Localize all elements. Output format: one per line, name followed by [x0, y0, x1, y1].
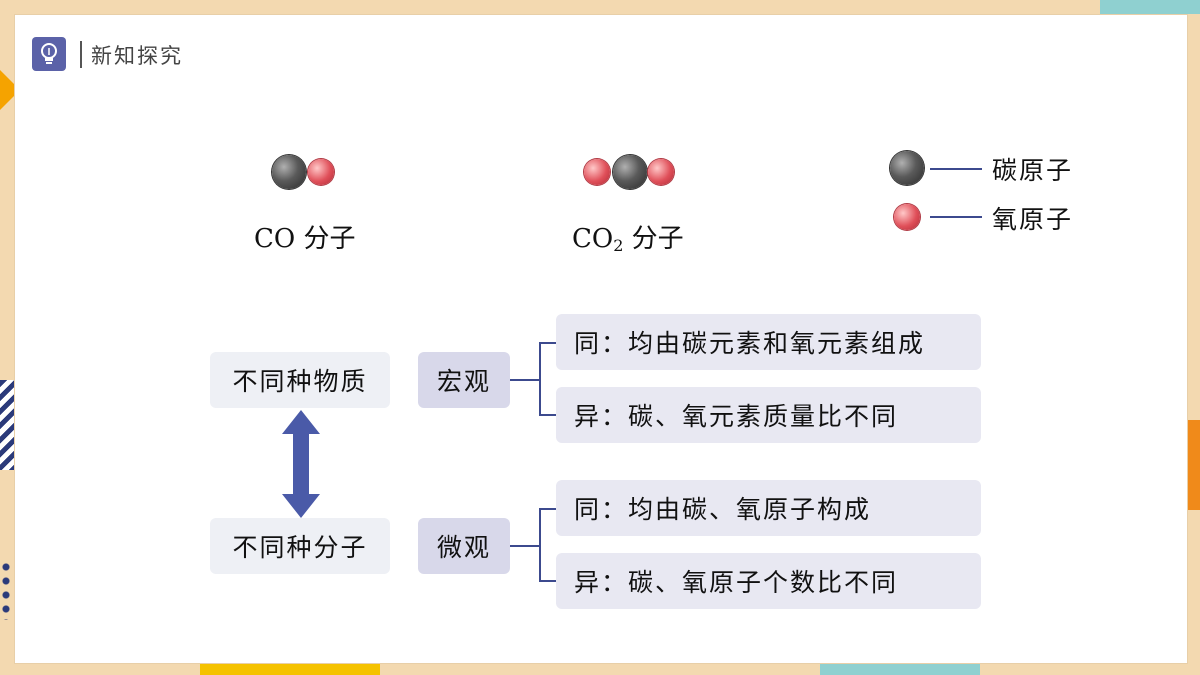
carbon-atom [272, 155, 306, 189]
legend-line [930, 216, 982, 218]
header-divider [80, 41, 82, 68]
connector [539, 342, 556, 344]
oxygen-atom [584, 159, 610, 185]
connector [539, 414, 556, 416]
carbon-atom [613, 155, 647, 189]
legend-carbon-atom [890, 151, 924, 185]
legend-line [930, 168, 982, 170]
decor-yellow-shape [200, 664, 380, 675]
page-title: 新知探究 [91, 44, 183, 68]
micro-same-box: 同：均由碳、氧原子构成 [556, 480, 981, 536]
co-molecule-label: CO 分子 [254, 224, 356, 254]
decor-navy-dots [0, 560, 12, 620]
legend-oxygen-atom [894, 204, 920, 230]
macro-box: 宏观 [418, 352, 510, 408]
connector [510, 379, 540, 381]
oxygen-atom [648, 159, 674, 185]
decor-teal-shape [1100, 0, 1200, 14]
decor-blue-stripes [0, 380, 14, 470]
macro-diff-box: 异：碳、氧元素质量比不同 [556, 387, 981, 443]
oxygen-atom [308, 159, 334, 185]
micro-diff-box: 异：碳、氧原子个数比不同 [556, 553, 981, 609]
decor-orange-shape [1186, 420, 1200, 510]
legend-oxygen-label: 氧原子 [992, 205, 1074, 234]
connector [539, 580, 556, 582]
different-molecule-box: 不同种分子 [210, 518, 390, 574]
lightbulb-icon [32, 37, 66, 71]
co2-molecule-label: CO2 分子 [572, 224, 684, 255]
micro-box: 微观 [418, 518, 510, 574]
connector [510, 545, 540, 547]
double-arrow-icon [282, 410, 320, 518]
decor-teal-bottom [820, 664, 980, 675]
connector [539, 342, 541, 416]
different-substance-box: 不同种物质 [210, 352, 390, 408]
legend-carbon-label: 碳原子 [992, 156, 1074, 185]
connector [539, 508, 556, 510]
connector [539, 508, 541, 582]
macro-same-box: 同：均由碳元素和氧元素组成 [556, 314, 981, 370]
